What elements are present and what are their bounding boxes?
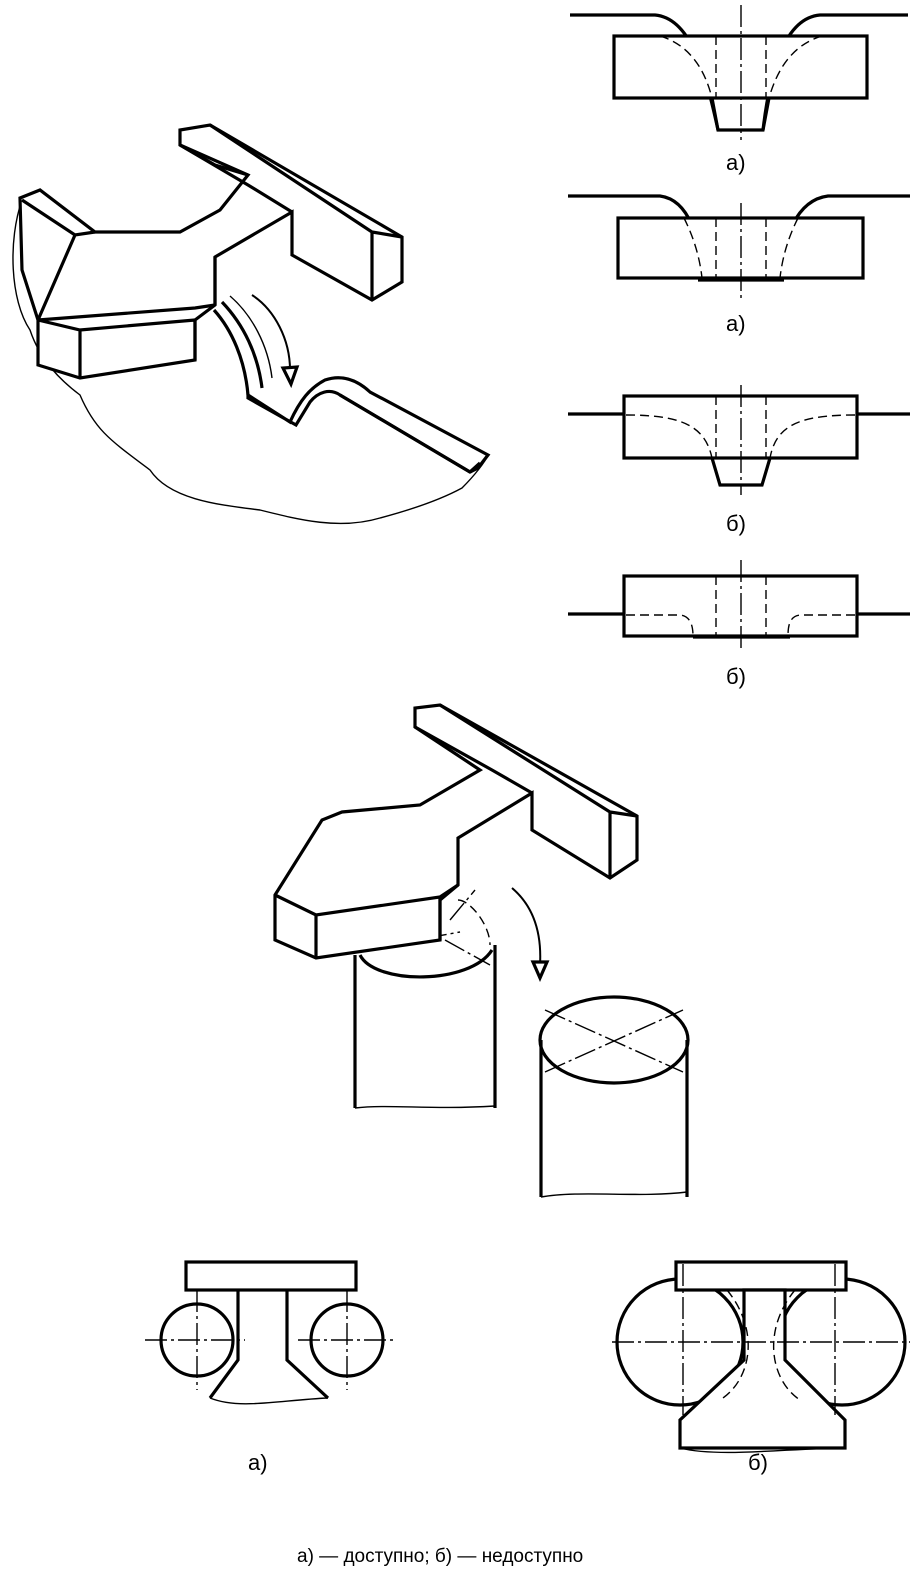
- cutter-t-stem: [179, 143, 293, 214]
- profile-3: б): [568, 385, 910, 536]
- profile-1-hidden-stem: [715, 36, 767, 98]
- plan-a-break: [209, 1397, 329, 1405]
- isometric-tool-in-groove: [12, 123, 491, 525]
- boss-2-bottom-break: [540, 1191, 688, 1198]
- profile-3-label: б): [726, 511, 746, 536]
- tool-2-hidden-boss: [457, 899, 491, 946]
- plan-b-break: [679, 1447, 846, 1454]
- plan-b-hidden-circles: [719, 1289, 801, 1401]
- figure-caption: а) — доступно; б) — недоступно: [297, 1546, 583, 1567]
- plan-a-centerlines: [145, 1290, 395, 1390]
- tool-2-body: [273, 703, 639, 960]
- boss-1-bottom-break: [354, 1105, 496, 1109]
- profile-4: б): [568, 560, 910, 689]
- boss-2-centerlines: [544, 1009, 684, 1073]
- boss-1-sides: [353, 945, 497, 1108]
- boss-1-top-ellipse: [358, 949, 494, 979]
- profile-1: а): [570, 5, 908, 175]
- profile-4-label: б): [726, 664, 746, 689]
- profile-4-hidden-curves: [626, 614, 855, 637]
- tool-2-axis: [449, 889, 476, 921]
- plan-b-centerlines: [612, 1264, 910, 1415]
- groove-slab-edge: [339, 393, 482, 474]
- profile-4-hidden-stem: [715, 576, 767, 636]
- groove-curved-wall-inner: [220, 300, 264, 389]
- profile-2: а): [568, 194, 910, 336]
- plan-b-t-stem: [678, 1288, 847, 1450]
- plan-b-label: б): [748, 1450, 768, 1475]
- tool-2-rotation-arrow: [511, 887, 542, 966]
- profile-3-hidden-stem: [715, 396, 767, 458]
- groove-curved-wall: [212, 308, 250, 396]
- groove-fillet-line: [229, 295, 273, 379]
- tool-2-rotation-arrowhead: [530, 960, 550, 982]
- plan-a-label: а): [248, 1450, 268, 1475]
- profile-2-label: а): [726, 311, 746, 336]
- profile-2-hidden-stem: [715, 218, 767, 278]
- boss-2-sides: [539, 1040, 689, 1197]
- rotation-arrow: [251, 294, 291, 371]
- plan-a-t-stem: [208, 1290, 330, 1400]
- groove-slab-top: [246, 376, 491, 474]
- plan-b-t-head: [674, 1260, 848, 1292]
- workpiece-break-outline: [12, 199, 489, 525]
- tool-2-edges: [274, 703, 638, 958]
- profile-2-hidden-curves: [683, 217, 799, 279]
- profile-1-label: а): [726, 150, 746, 175]
- profile-1-hidden-curves: [659, 35, 823, 99]
- isometric-tool-on-bosses: [273, 703, 690, 1198]
- plan-view-b: б): [612, 1260, 910, 1475]
- boss-2-top-ellipse: [538, 995, 690, 1085]
- profile-3-hidden-curves: [625, 414, 856, 459]
- plan-view-a: а): [145, 1260, 395, 1475]
- rotation-arrowhead: [280, 365, 300, 389]
- plan-a-t-head: [184, 1260, 358, 1292]
